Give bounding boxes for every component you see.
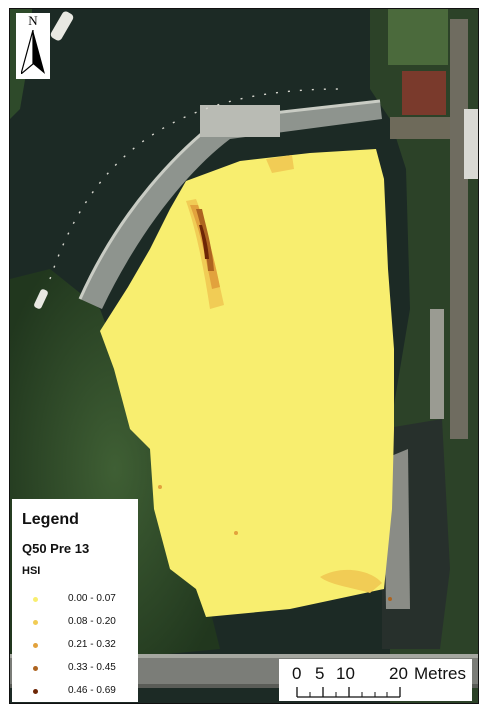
legend-swatch [33, 666, 38, 671]
legend-item-label: 0.21 - 0.32 [68, 639, 116, 650]
weir-gates [200, 105, 280, 137]
hsi-class-0-46-0-69 [199, 225, 209, 259]
scale-tick-label: 0 [292, 664, 302, 683]
legend-item: 0.33 - 0.45 [24, 662, 136, 676]
hsi-patch [320, 569, 382, 593]
legend-item: 0.46 - 0.69 [24, 685, 136, 699]
legend-title: Legend [22, 511, 79, 528]
scale-bar-ruler [296, 687, 401, 698]
bridge-parapet [10, 654, 478, 658]
legend-swatch [33, 620, 38, 625]
north-arrow: N [16, 13, 50, 79]
legend-item-label: 0.33 - 0.45 [68, 662, 116, 673]
map-frame: N Legend Q50 Pre 13 HSI 0.00 - 0.07 0.08… [9, 8, 479, 704]
legend-item-label: 0.46 - 0.69 [68, 685, 116, 696]
bridge-parapet [10, 684, 478, 688]
legend-item: 0.21 - 0.32 [24, 639, 136, 653]
legend-item-label: 0.08 - 0.20 [68, 616, 116, 627]
north-arrow-icon [21, 30, 45, 74]
scale-unit: Metres [414, 664, 466, 683]
hsi-speck [158, 485, 162, 489]
north-letter: N [28, 13, 38, 28]
legend-layer-name: Q50 Pre 13 [22, 541, 90, 556]
boat [34, 289, 48, 309]
boat [50, 11, 74, 41]
scale-bar: 0 5 10 20 Metres [279, 659, 472, 701]
legend: Legend Q50 Pre 13 HSI 0.00 - 0.07 0.08 -… [12, 499, 138, 702]
hsi-patch [266, 155, 294, 173]
legend-swatch [33, 643, 38, 648]
scale-tick-label: 20 [389, 664, 408, 683]
weir [80, 101, 382, 309]
hsi-raster-area [100, 149, 394, 617]
legend-item: 0.00 - 0.07 [24, 593, 136, 607]
house-roof [402, 71, 446, 115]
lock-wall [430, 309, 444, 419]
legend-swatch [33, 597, 38, 602]
scale-tick-label: 5 [315, 664, 325, 683]
hsi-speck [234, 531, 238, 535]
scale-tick-label: 10 [336, 664, 355, 683]
hsi-speck [388, 597, 392, 601]
legend-item-label: 0.00 - 0.07 [68, 593, 116, 604]
safety-boom [49, 88, 341, 280]
legend-item: 0.08 - 0.20 [24, 616, 136, 630]
lawn [388, 9, 448, 65]
house-yard [390, 117, 450, 139]
legend-swatch [33, 689, 38, 694]
lane [450, 19, 468, 439]
white-building [464, 109, 478, 179]
legend-field-name: HSI [22, 565, 41, 577]
